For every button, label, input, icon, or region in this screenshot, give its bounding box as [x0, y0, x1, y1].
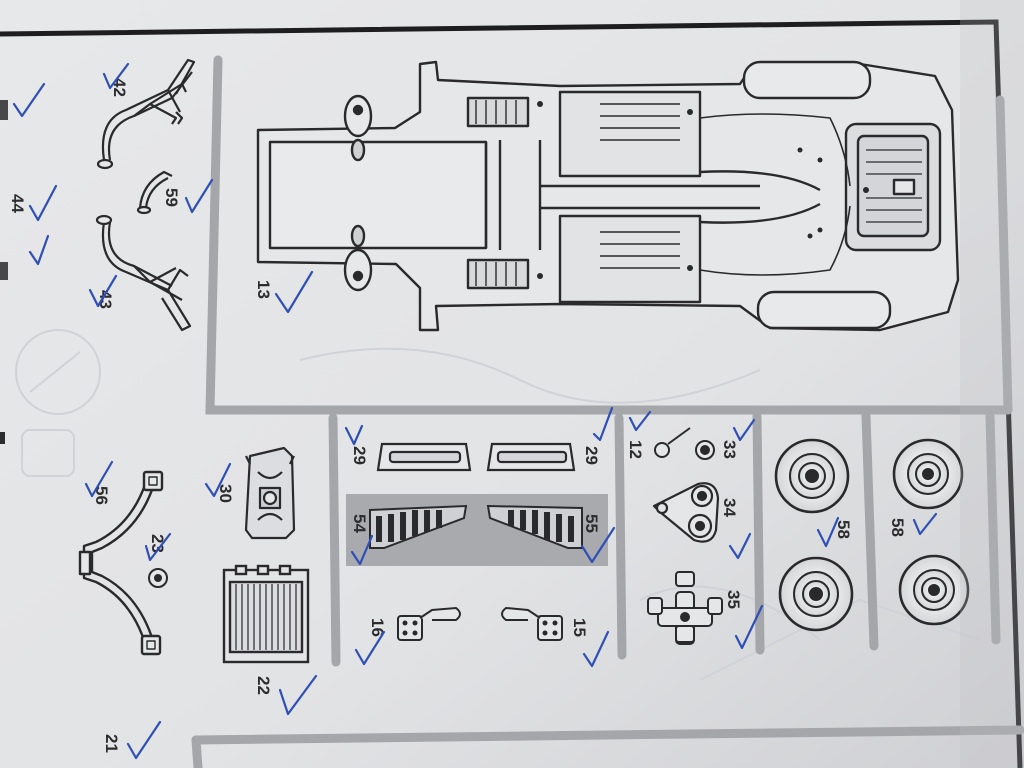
pipe-part-59: [136, 170, 173, 215]
pedal-part-16: [397, 606, 461, 641]
dipstick-part-12: [654, 427, 691, 458]
chassis-floor-pan: [256, 60, 960, 332]
pulley-part-33: [695, 440, 715, 460]
tie-bar-part-56: [78, 470, 164, 656]
grille-part-29-left: [376, 442, 472, 472]
vent-part-55: [486, 504, 583, 549]
part-label-29-right: 29: [582, 446, 601, 465]
outer-frame: [0, 19, 1023, 768]
radiator-part-22: [222, 564, 310, 664]
header-part-42: [96, 58, 196, 170]
header-part-43: [95, 214, 192, 332]
part-label-33: 33: [720, 440, 739, 459]
part-label-13: 13: [254, 280, 273, 299]
wheel-part-58-b: [778, 556, 854, 632]
part-label-35: 35: [724, 590, 743, 609]
part-label-21: 21: [102, 734, 121, 753]
handwritten-check-marks: [12, 62, 938, 760]
bracket-part-35: [647, 571, 723, 645]
part-label-58-left: 58: [834, 520, 853, 539]
wheel-part-58-a: [774, 438, 850, 514]
grille-part-29-right: [486, 442, 576, 472]
part-label-12: 12: [626, 440, 645, 459]
belt-part-34: [652, 482, 720, 543]
part-label-29-left: 29: [350, 446, 369, 465]
vent-part-54: [369, 504, 468, 549]
part-label-56: 56: [92, 486, 111, 505]
part-label-43: 43: [96, 290, 115, 309]
cut-off-labels: [0, 100, 8, 444]
right-shadow: [960, 0, 1024, 768]
part-label-34: 34: [720, 498, 739, 517]
wheel-part-58-d: [898, 554, 970, 626]
engine-block-part-30: [244, 446, 296, 540]
part-number-labels: 42 44 59 43 13 56 23 30 22 21 29 29 54 5…: [8, 78, 907, 753]
part-label-44: 44: [8, 194, 27, 213]
part-label-54: 54: [350, 514, 369, 533]
part-label-23: 23: [148, 534, 167, 553]
part-label-30: 30: [216, 484, 235, 503]
part-label-55: 55: [582, 514, 601, 533]
pedal-part-15: [501, 606, 563, 641]
cap-part-23: [148, 568, 168, 588]
part-label-16: 16: [368, 618, 387, 637]
part-label-15: 15: [570, 618, 589, 637]
part-label-22: 22: [254, 676, 273, 695]
wheel-part-58-c: [892, 438, 964, 510]
part-label-58-right: 58: [888, 518, 907, 537]
part-label-42: 42: [110, 78, 129, 97]
part-label-59: 59: [162, 188, 181, 207]
panel-borders: [191, 55, 1024, 768]
